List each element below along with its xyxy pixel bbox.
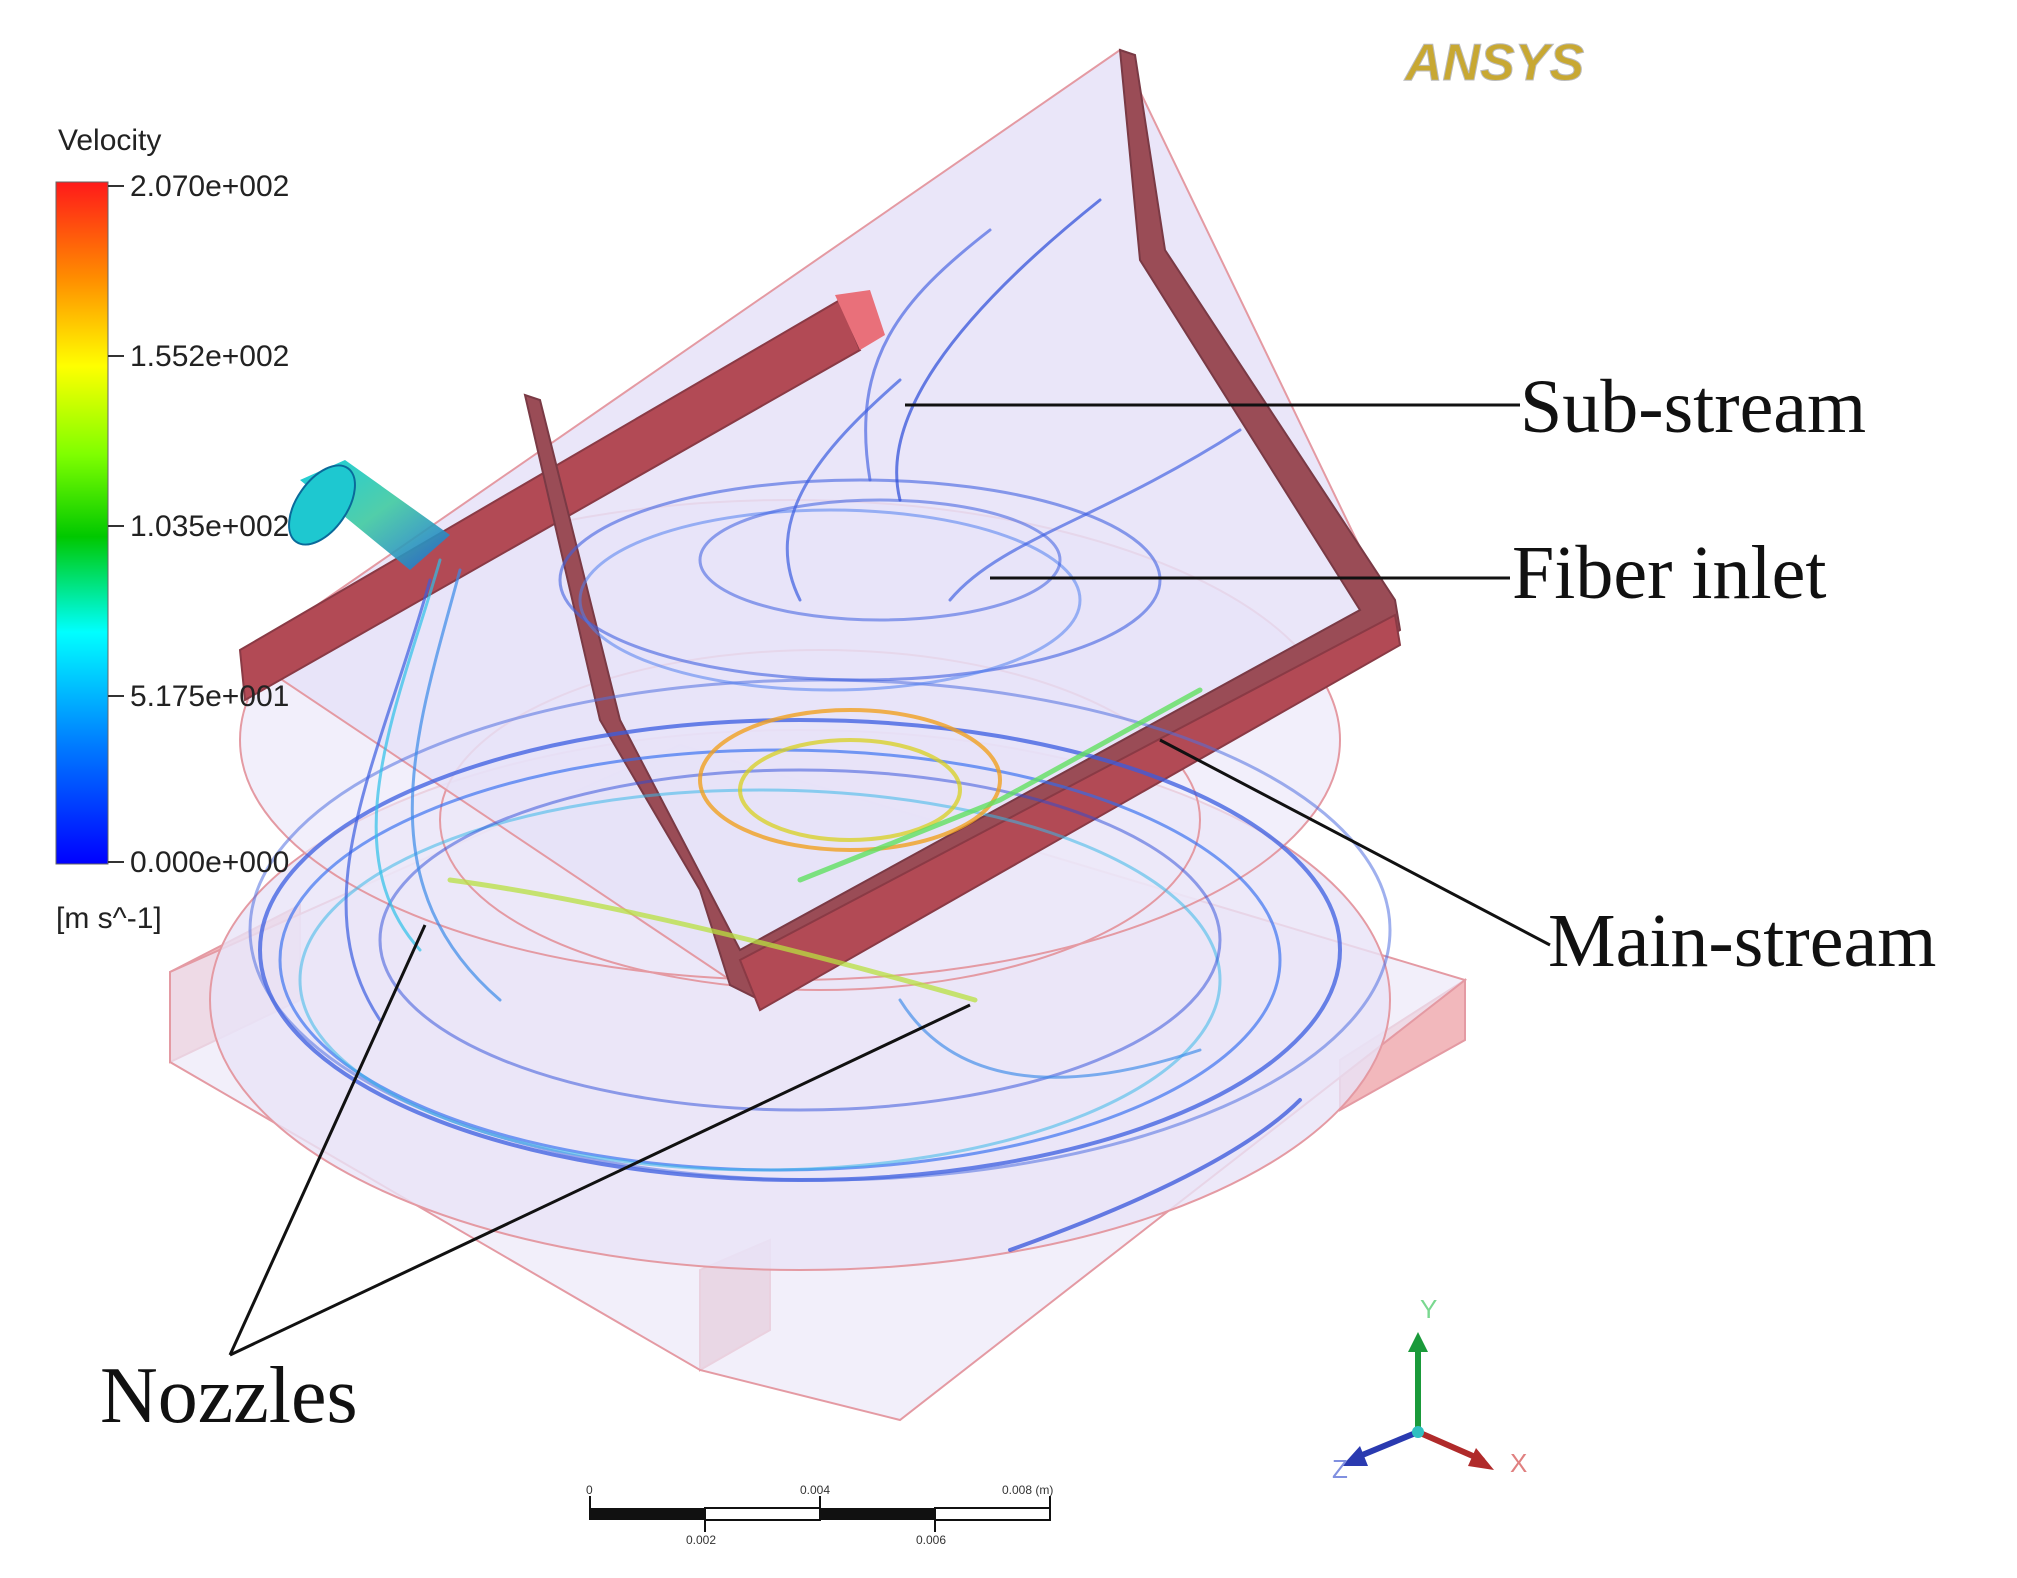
scale-tick-label: 0	[586, 1483, 593, 1497]
streamline-loop	[698, 498, 1062, 622]
wall-right-bar	[738, 613, 1402, 1012]
callout-labels: Sub-stream Fiber inlet Main-stream Nozzl…	[100, 365, 1936, 1440]
streamline-loop-core	[698, 708, 1002, 852]
label-sub-stream: Sub-stream	[1520, 365, 1866, 449]
z-axis-label: Z	[1332, 1454, 1348, 1484]
legend-unit: [m s^-1]	[56, 902, 162, 935]
label-nozzles: Nozzles	[100, 1352, 358, 1440]
streamline	[864, 228, 992, 482]
streamline-nozzle-jet	[447, 877, 978, 1003]
velocity-legend: Velocity 2.070e+002 1.552e+002 1.035e+00…	[55, 124, 289, 935]
legend-tick-label: 1.552e+002	[130, 340, 289, 373]
legend-ticks	[108, 185, 124, 863]
legend-tick-label: 1.035e+002	[130, 510, 289, 543]
streamline	[374, 558, 442, 952]
streamline	[785, 378, 902, 602]
nozzles-leader-left	[228, 924, 427, 1356]
fiber-inlet-pipe	[288, 460, 450, 570]
legend-tick-label: 2.070e+002	[130, 170, 289, 203]
housing-geometry	[169, 48, 1468, 1422]
legend-tick-label: 0.000e+000	[130, 846, 289, 879]
scale-bar: 0 0.004 0.008 (m) 0.002 0.006	[586, 1483, 1053, 1547]
scale-tick-label: 0.006	[916, 1533, 946, 1547]
legend-title: Velocity	[58, 124, 161, 157]
streamline-loop	[578, 508, 1082, 692]
legend-colorbar	[55, 181, 109, 865]
streamline	[410, 568, 502, 1002]
streamline-loop	[378, 768, 1222, 1112]
scale-tick-label: 0.002	[686, 1533, 716, 1547]
z-axis-arrow	[1352, 1429, 1421, 1461]
wall-left-top	[835, 290, 885, 350]
x-axis-label: X	[1510, 1448, 1527, 1478]
main-stream-leader	[1159, 738, 1551, 947]
scale-tick-label: 0.008 (m)	[1002, 1483, 1053, 1497]
label-fiber-inlet: Fiber inlet	[1512, 531, 1827, 615]
y-axis-label: Y	[1420, 1294, 1437, 1324]
streamline	[895, 198, 1102, 502]
ansys-logo: ANSYS	[1403, 34, 1585, 93]
streamline	[344, 578, 432, 1022]
axis-triad: Y X Z	[1332, 1294, 1527, 1484]
y-axis-arrowhead	[1408, 1332, 1428, 1352]
streamline	[1008, 1098, 1302, 1252]
legend-tick-label: 5.175e+001	[130, 680, 289, 713]
streamline-loop	[558, 478, 1162, 682]
x-axis-arrow	[1415, 1429, 1485, 1463]
ansys-logo-text: ANSYS	[1403, 34, 1584, 92]
nozzles-leader-right	[229, 1003, 971, 1357]
streamline-loop-core	[738, 738, 962, 842]
leader-lines	[228, 403, 1551, 1357]
x-axis-arrowhead	[1468, 1448, 1494, 1470]
scale-tick-label: 0.004	[800, 1483, 830, 1497]
label-main-stream: Main-stream	[1548, 899, 1936, 983]
z-axis-arrowhead	[1342, 1446, 1368, 1466]
streamline-loop	[298, 788, 1222, 1172]
streamline-main-jet	[797, 687, 1203, 883]
streamlines	[248, 198, 1392, 1252]
wall-curved	[523, 48, 1402, 1002]
streamline	[948, 428, 1242, 602]
